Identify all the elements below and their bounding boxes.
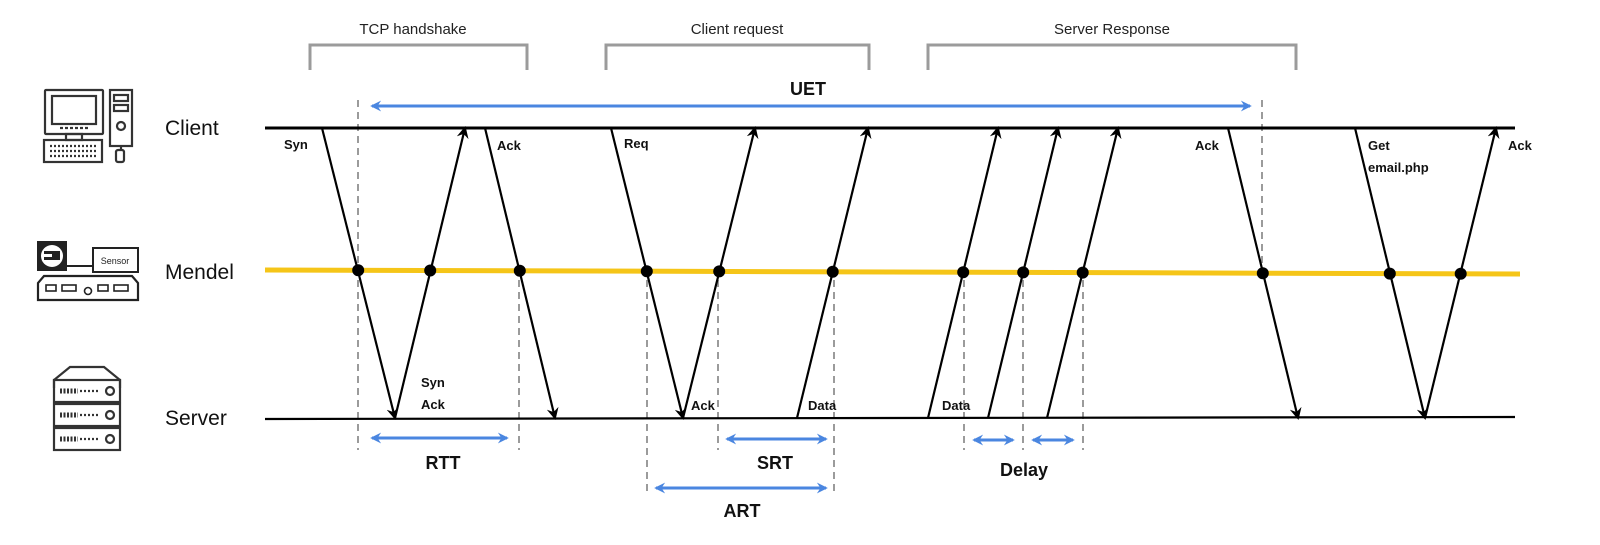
phase-label-client-request: Client request [691,21,784,38]
msg-label-ack-3: Ack [1195,138,1220,153]
capture-point-dot [826,265,839,278]
server-rack-icon [52,365,122,452]
msg-label-data-1: Data [808,398,837,413]
guide-lines [357,100,1263,492]
msg-label-get-line2: email.php [1368,160,1429,175]
capture-point-dot [640,265,653,278]
msg-label-syn-ack-line2: Ack [421,397,446,412]
node-label-mendel: Mendel [165,261,234,284]
phase-label-tcp-handshake: TCP handshake [359,21,466,38]
msg-label-get-line1: Get [1368,138,1390,153]
metric-label-uet: UET [790,79,826,99]
metric-label-rtt: RTT [426,453,461,473]
sensor-icon-text: Sensor [101,256,130,266]
capture-point-dot [1076,266,1089,279]
desktop-computer-icon [42,88,134,164]
node-label-client: Client [165,117,219,140]
phase-tcp-handshake: TCP handshake [308,21,529,70]
capture-point-dot [513,264,526,277]
msg-label-syn: Syn [284,137,308,152]
node-label-server: Server [165,407,227,430]
bracket-tcp-handshake [308,43,529,70]
capture-point-dot [957,266,970,279]
message-labels: Syn Syn Ack Ack Req Ack Data Data Ack Ge… [284,136,1533,413]
sensor-appliance-icon: Sensor [36,241,140,302]
metric-label-delay: Delay [1000,460,1048,480]
capture-point-dot [1454,267,1467,280]
mendel-timeline [264,267,1521,277]
metric-label-art: ART [724,501,761,521]
capture-point-dot [352,264,365,277]
bracket-client-request [604,43,871,70]
capture-point-dot [1017,266,1030,279]
msg-label-ack-4: Ack [1508,138,1533,153]
phase-label-server-response: Server Response [1054,21,1170,38]
phase-client-request: Client request [604,21,871,70]
metric-label-srt: SRT [757,453,793,473]
msg-label-data-2: Data [942,398,971,413]
phase-brackets: TCP handshake Client request Server Resp… [308,21,1298,70]
capture-point-dot [1256,267,1269,280]
capture-point-dot [424,264,437,277]
phase-server-response: Server Response [926,21,1298,70]
msg-label-syn-ack-line1: Syn [421,375,445,390]
metric-arrows [370,100,1252,494]
msg-label-ack-2: Ack [691,398,716,413]
server-timeline [264,415,1516,421]
capture-point-dot [713,265,726,278]
bracket-server-response [926,43,1298,70]
capture-points [352,264,1467,280]
msg-label-ack-1: Ack [497,138,522,153]
msg-label-req: Req [624,136,649,151]
capture-point-dot [1383,267,1396,280]
